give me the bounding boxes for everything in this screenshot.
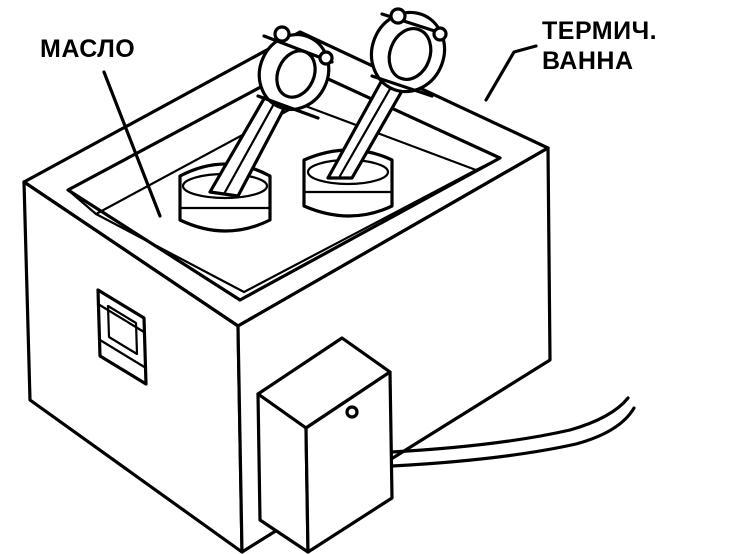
power-cable [390,396,636,468]
oil-leader-line [102,70,162,218]
control-knob [345,405,359,419]
bath-handle [96,288,148,386]
connecting-rod-left [178,25,334,233]
thermal-bath-label: ТЕРМИЧ. ВАННА [542,16,657,76]
heater-control-box [256,336,394,554]
oil-surface-line [94,168,478,294]
oil-label: МАСЛО [40,35,136,63]
thermal-bath-label-line1: ТЕРМИЧ. [542,17,658,45]
thermal-bath-label-line2: ВАННА [542,47,634,75]
bath-leader-line [484,44,538,102]
connecting-rod-right [302,7,448,218]
